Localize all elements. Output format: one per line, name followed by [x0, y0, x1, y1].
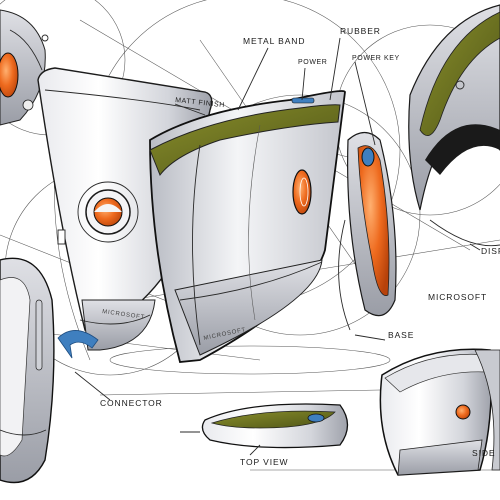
partial-device-top-right [408, 4, 500, 247]
connector-arrow [57, 330, 99, 359]
label-display: DISP [481, 246, 500, 256]
label-metal-band: METAL BAND [243, 36, 305, 46]
label-rubber: RUBBER [340, 26, 381, 36]
label-power-key: POWER KEY [352, 55, 400, 62]
label-microsoft: MICROSOFT [428, 292, 487, 302]
leader-lines [74, 37, 481, 456]
partial-device-top-left [0, 9, 49, 126]
top-view-device [180, 403, 349, 449]
label-top-view: TOP VIEW [240, 457, 288, 467]
side-view-device [379, 348, 500, 476]
side-profile-device [338, 131, 397, 331]
main-device-front-view: MICROSOFT [149, 90, 346, 363]
partial-device-bottom-left [0, 257, 55, 484]
label-side: SIDE [472, 448, 495, 458]
left-brand-mark: MICROSOFT [102, 309, 146, 321]
label-base: BASE [388, 330, 414, 340]
label-connector: CONNECTOR [100, 398, 163, 408]
label-power: POWER [298, 59, 327, 66]
